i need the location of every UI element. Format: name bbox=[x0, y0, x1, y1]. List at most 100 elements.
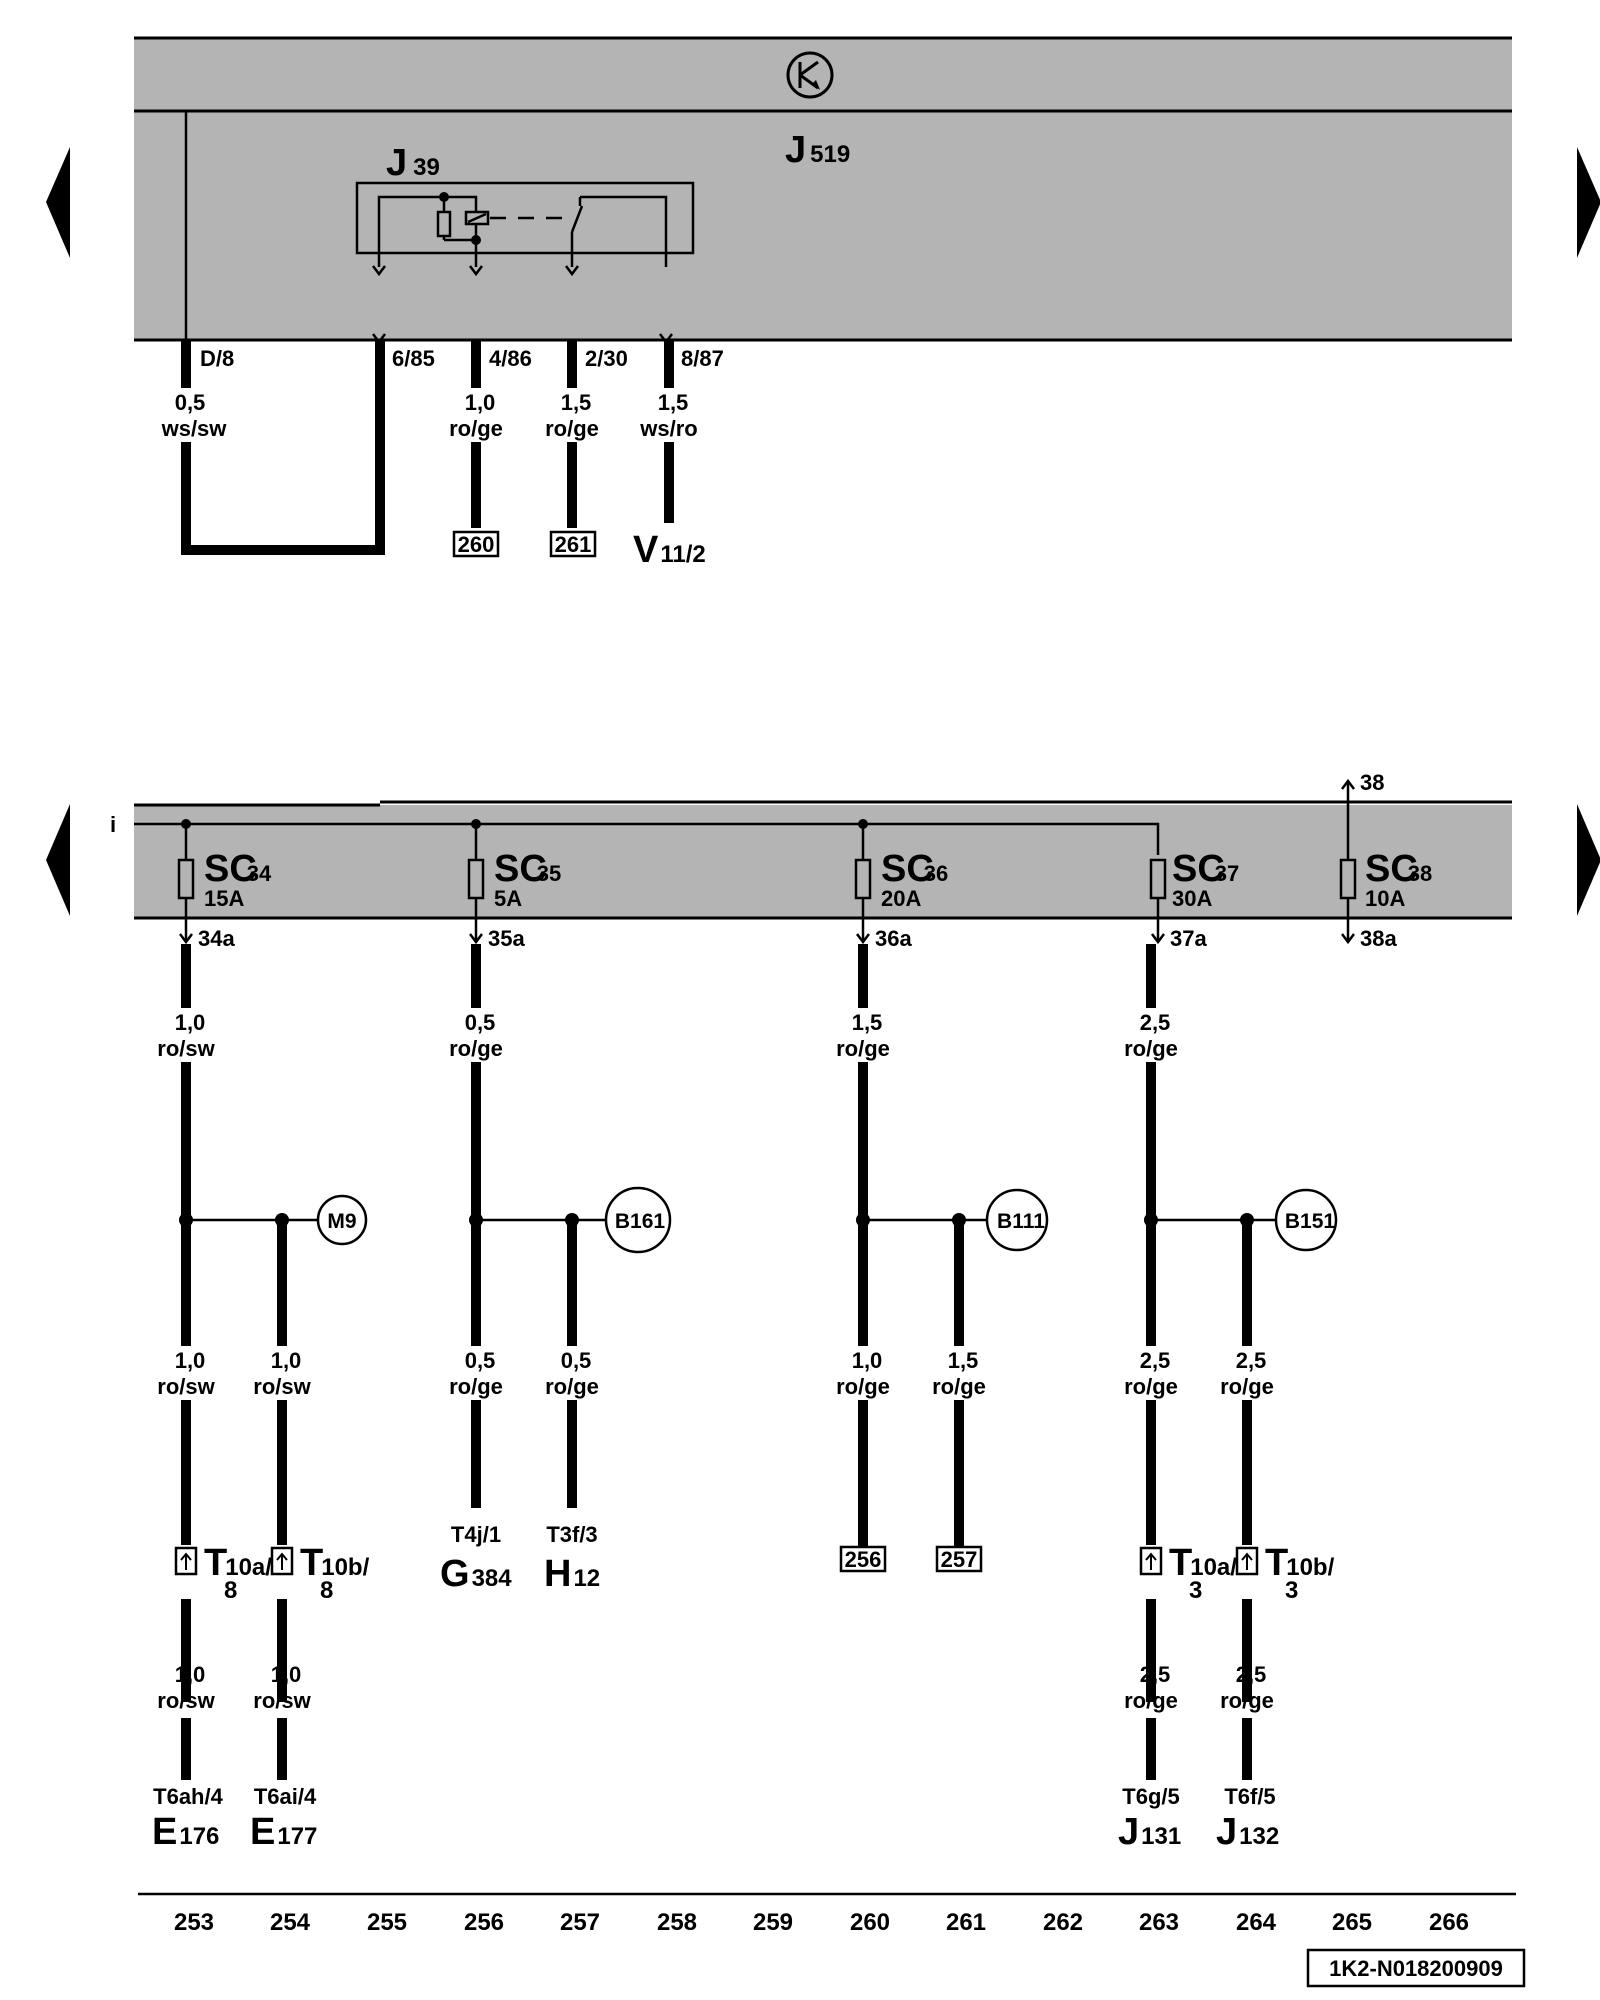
fuse-sc38: SC38 10A bbox=[1339, 848, 1432, 940]
splice-b151[interactable]: B151 bbox=[1274, 1188, 1338, 1252]
svg-text:J132: J132 bbox=[1216, 1811, 1279, 1853]
svg-text:30A: 30A bbox=[1172, 886, 1212, 911]
ref-box[interactable]: 260 bbox=[452, 530, 500, 558]
svg-text:257: 257 bbox=[560, 1909, 600, 1936]
ref-box[interactable]: 257 bbox=[935, 1545, 983, 1573]
svg-text:2,5: 2,5 bbox=[1236, 1662, 1267, 1687]
svg-text:ro/sw: ro/sw bbox=[253, 1374, 311, 1399]
input-label: 38 bbox=[1360, 770, 1384, 795]
svg-text:35a: 35a bbox=[488, 926, 525, 951]
fuse-sc35: SC35 5A bbox=[467, 824, 561, 940]
bottom-wires bbox=[181, 944, 1252, 1780]
svg-text:B151: B151 bbox=[1285, 1210, 1336, 1233]
svg-text:253: 253 bbox=[174, 1909, 214, 1936]
svg-text:SC34: SC34 bbox=[204, 848, 272, 890]
svg-text:256: 256 bbox=[464, 1909, 504, 1936]
pin-label: D/8 bbox=[200, 346, 234, 371]
svg-text:37a: 37a bbox=[1170, 926, 1207, 951]
fuse-output-labels: 34a 35a 36a 37a 38a bbox=[198, 926, 1397, 951]
svg-text:B161: B161 bbox=[615, 1210, 666, 1233]
svg-text:259: 259 bbox=[753, 1909, 793, 1936]
fuse-sc37: SC37 30A bbox=[1149, 848, 1239, 940]
top-wires bbox=[181, 340, 674, 555]
svg-text:ro/ge: ro/ge bbox=[449, 1036, 503, 1061]
end-components: T6ah/4 E176 T6ai/4 E177 T4j/1 G384 T3f/3… bbox=[152, 1522, 1279, 1853]
svg-text:B111: B111 bbox=[997, 1210, 1045, 1233]
svg-text:SC36: SC36 bbox=[881, 848, 948, 890]
wire-specs-3: 1,0 ro/sw 1,0 ro/sw 2,5 ro/ge 2,5 ro/ge bbox=[157, 1662, 1274, 1713]
svg-text:SC38: SC38 bbox=[1365, 848, 1432, 890]
svg-text:ro/ge: ro/ge bbox=[1124, 1688, 1178, 1713]
svg-text:0,5: 0,5 bbox=[465, 1348, 496, 1373]
track-numbers: 253 254 255 256 257 258 259 260 261 262 … bbox=[174, 1909, 1469, 1936]
svg-text:254: 254 bbox=[270, 1909, 311, 1936]
svg-text:1K2-N018200909: 1K2-N018200909 bbox=[1329, 1956, 1503, 1981]
svg-text:2,5: 2,5 bbox=[1140, 1348, 1171, 1373]
svg-text:261: 261 bbox=[555, 532, 592, 557]
svg-text:G384: G384 bbox=[440, 1553, 512, 1595]
ref-box[interactable]: 256 bbox=[839, 1545, 887, 1573]
svg-text:3: 3 bbox=[1285, 1577, 1298, 1604]
svg-text:264: 264 bbox=[1236, 1909, 1277, 1936]
svg-text:1,5: 1,5 bbox=[948, 1348, 979, 1373]
wire-specs-2: 1,0 ro/sw 1,0 ro/sw 0,5 ro/ge 0,5 ro/ge … bbox=[157, 1348, 1274, 1399]
svg-text:263: 263 bbox=[1139, 1909, 1179, 1936]
prev-page-arrow-bottom[interactable] bbox=[46, 804, 70, 916]
svg-text:1,5: 1,5 bbox=[561, 390, 592, 415]
component-label: V11/2 bbox=[633, 529, 706, 571]
svg-text:M9: M9 bbox=[327, 1210, 356, 1233]
prev-page-arrow-top[interactable] bbox=[46, 147, 70, 258]
ref-box[interactable]: 261 bbox=[549, 530, 597, 558]
pin-label: 4/86 bbox=[489, 346, 532, 371]
svg-text:258: 258 bbox=[657, 1909, 697, 1936]
svg-text:ro/sw: ro/sw bbox=[157, 1688, 215, 1713]
svg-text:261: 261 bbox=[946, 1909, 986, 1936]
svg-text:ro/ge: ro/ge bbox=[1220, 1374, 1274, 1399]
splice-m9[interactable]: M9 bbox=[316, 1194, 368, 1246]
splice-b111[interactable]: B111 bbox=[985, 1188, 1049, 1252]
fuse-sc34: SC34 15A bbox=[177, 824, 272, 940]
svg-text:ro/ge: ro/ge bbox=[1124, 1374, 1178, 1399]
svg-text:36a: 36a bbox=[875, 926, 912, 951]
fuse-output-markers bbox=[179, 933, 1355, 945]
svg-text:ro/ge: ro/ge bbox=[1220, 1688, 1274, 1713]
connector-labels: T10a/ 8 T10b/ 8 T10a/ 3 T10b/ 3 bbox=[204, 1542, 1335, 1604]
svg-text:1,0: 1,0 bbox=[175, 1348, 206, 1373]
svg-text:ro/ge: ro/ge bbox=[545, 1374, 599, 1399]
svg-text:H12: H12 bbox=[544, 1553, 600, 1595]
svg-text:T10a/: T10a/ bbox=[1169, 1542, 1237, 1584]
svg-text:0,5: 0,5 bbox=[175, 390, 206, 415]
svg-text:ro/sw: ro/sw bbox=[157, 1036, 215, 1061]
svg-text:34a: 34a bbox=[198, 926, 235, 951]
svg-text:ro/ge: ro/ge bbox=[932, 1374, 986, 1399]
svg-text:1,0: 1,0 bbox=[175, 1662, 206, 1687]
pin-label: 2/30 bbox=[585, 346, 628, 371]
svg-text:1,0: 1,0 bbox=[175, 1010, 206, 1035]
wire-specs-1: 1,0 ro/sw 0,5 ro/ge 1,5 ro/ge 2,5 ro/ge bbox=[157, 1010, 1178, 1061]
pin-label: 6/85 bbox=[392, 346, 435, 371]
svg-text:T10b/: T10b/ bbox=[1265, 1542, 1335, 1584]
svg-text:10A: 10A bbox=[1365, 886, 1405, 911]
svg-text:0,5: 0,5 bbox=[465, 1010, 496, 1035]
svg-text:260: 260 bbox=[850, 1909, 890, 1936]
svg-text:ro/ge: ro/ge bbox=[449, 1374, 503, 1399]
svg-text:20A: 20A bbox=[881, 886, 921, 911]
input-arrow bbox=[1341, 778, 1355, 860]
next-page-arrow-bottom[interactable] bbox=[1577, 804, 1600, 916]
splice-b161[interactable]: B161 bbox=[604, 1186, 672, 1254]
svg-text:1,5: 1,5 bbox=[658, 390, 689, 415]
svg-text:SC35: SC35 bbox=[494, 848, 561, 890]
svg-text:ro/sw: ro/sw bbox=[253, 1688, 311, 1713]
module-j519 bbox=[134, 36, 1512, 342]
svg-text:ro/ge: ro/ge bbox=[545, 416, 599, 441]
svg-text:T6f/5: T6f/5 bbox=[1224, 1784, 1275, 1809]
next-page-arrow-top[interactable] bbox=[1577, 147, 1600, 258]
svg-text:1,0: 1,0 bbox=[271, 1662, 302, 1687]
svg-text:256: 256 bbox=[845, 1547, 882, 1572]
svg-text:1,0: 1,0 bbox=[271, 1348, 302, 1373]
svg-text:8: 8 bbox=[320, 1577, 333, 1604]
svg-text:ro/ge: ro/ge bbox=[449, 416, 503, 441]
svg-text:T3f/3: T3f/3 bbox=[546, 1522, 597, 1547]
